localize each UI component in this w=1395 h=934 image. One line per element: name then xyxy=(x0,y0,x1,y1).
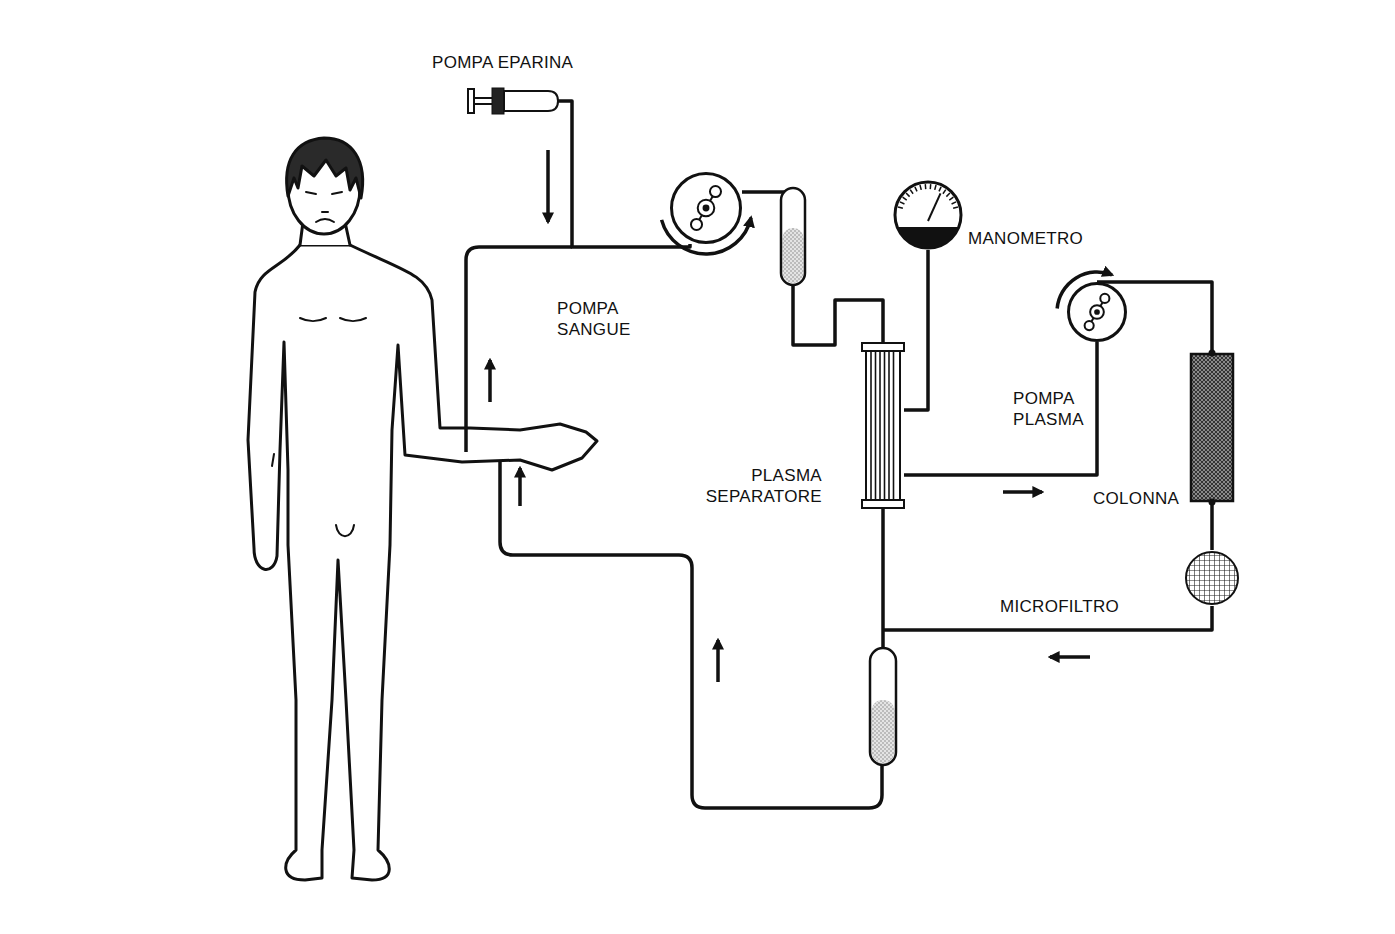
pump-housing xyxy=(1069,284,1126,341)
column-port xyxy=(1209,499,1216,506)
tubing xyxy=(466,247,1212,808)
component: POMPA SANGUE xyxy=(670,172,742,244)
component-symbol xyxy=(862,343,904,508)
drip-chamber xyxy=(870,648,896,765)
chamber-outline xyxy=(781,188,805,285)
patient-chest xyxy=(272,318,366,536)
component-symbol xyxy=(1067,282,1127,342)
arterial-line xyxy=(466,247,572,452)
patient-hair xyxy=(287,138,363,198)
drip-chamber xyxy=(781,188,805,285)
chamber-body xyxy=(781,188,805,285)
roller xyxy=(1100,294,1109,303)
gauge-tick xyxy=(910,190,913,194)
component-label: COLONNA xyxy=(1093,488,1179,509)
component: POMPA EPARINA xyxy=(468,88,558,114)
component-label: MICROFILTRO xyxy=(1000,596,1119,617)
gauge-tick xyxy=(949,197,953,200)
separator-cap xyxy=(862,500,904,508)
tube-connector xyxy=(742,192,883,345)
gauge-tick xyxy=(915,187,917,192)
gauge-dial xyxy=(895,182,961,248)
rotor-hub xyxy=(1090,305,1104,319)
separator-body xyxy=(866,351,900,500)
filter-mesh xyxy=(1186,552,1238,604)
flow-arrow xyxy=(1003,490,1042,494)
gauge-tick xyxy=(943,190,946,194)
gauge-tick xyxy=(900,202,905,204)
hollow-fiber xyxy=(879,351,881,500)
pump-housing xyxy=(672,174,741,243)
chamber-fluid xyxy=(783,228,804,283)
flow-arrow xyxy=(488,360,492,402)
separator-cap xyxy=(862,343,904,351)
gauge-tick xyxy=(952,202,957,204)
component: MICROFILTRO xyxy=(1184,550,1240,606)
component-symbol xyxy=(1190,350,1234,505)
hollow-fiber xyxy=(870,351,872,500)
flow-arrow xyxy=(518,468,522,506)
component-label: POMPA PLASMA xyxy=(1013,388,1084,431)
hollow-fiber xyxy=(888,351,890,500)
component-label: POMPA SANGUE xyxy=(557,298,631,341)
rotor-axis xyxy=(703,205,710,212)
tube-connector xyxy=(904,250,928,410)
flow-arrow xyxy=(1050,655,1090,659)
hollow-fiber xyxy=(875,351,877,500)
flow-arrow xyxy=(716,640,720,682)
plunger-rod xyxy=(474,98,494,104)
component-symbol xyxy=(670,172,742,244)
gauge-tick xyxy=(906,193,910,197)
hollow-fiber xyxy=(893,351,895,500)
component: PLASMA SEPARATORE xyxy=(862,343,904,508)
rotor-hub xyxy=(698,200,715,217)
patient-face xyxy=(306,192,342,222)
chamber-body xyxy=(870,648,896,765)
gauge-tick xyxy=(946,193,950,197)
flow-arrow xyxy=(546,150,550,222)
syringe-barrel xyxy=(504,91,558,111)
syringe-collar xyxy=(492,88,504,114)
component: MANOMETRO xyxy=(893,180,963,250)
component-label: PLASMA SEPARATORE xyxy=(706,465,822,508)
tube-connector xyxy=(1210,505,1214,550)
gauge-tick xyxy=(925,184,927,189)
chamber-fluid xyxy=(872,700,895,763)
gauge-tick xyxy=(898,207,903,208)
roller xyxy=(1085,321,1094,330)
tube-connector xyxy=(904,342,1097,475)
component-label: MANOMETRO xyxy=(968,228,1083,249)
gauge-needle xyxy=(928,193,941,221)
gauge-tick xyxy=(930,184,932,189)
chamber-outline xyxy=(870,648,896,765)
hollow-fiber xyxy=(884,351,886,500)
rotor-axis xyxy=(1094,309,1100,315)
component-label: POMPA EPARINA xyxy=(432,52,573,73)
roller xyxy=(691,219,702,230)
component: POMPA PLASMA xyxy=(1067,282,1127,342)
component-symbol xyxy=(1184,550,1240,606)
gauge-tick xyxy=(920,185,921,190)
return-line xyxy=(500,462,882,808)
gauge-tick xyxy=(935,185,936,190)
column-port xyxy=(1209,350,1216,357)
roller xyxy=(710,186,721,197)
gauge-tick xyxy=(953,207,958,208)
separator-outlet xyxy=(881,508,885,650)
gauge-tick xyxy=(903,197,907,200)
gauge-base xyxy=(897,227,958,248)
patient-figure xyxy=(248,138,597,880)
column-body xyxy=(1191,354,1233,501)
tube-connector xyxy=(558,101,690,247)
component-symbol xyxy=(893,180,963,250)
patient-body xyxy=(248,245,597,880)
component: COLONNA xyxy=(1190,350,1234,505)
gauge-tick xyxy=(939,187,941,192)
component-symbol xyxy=(468,88,558,114)
